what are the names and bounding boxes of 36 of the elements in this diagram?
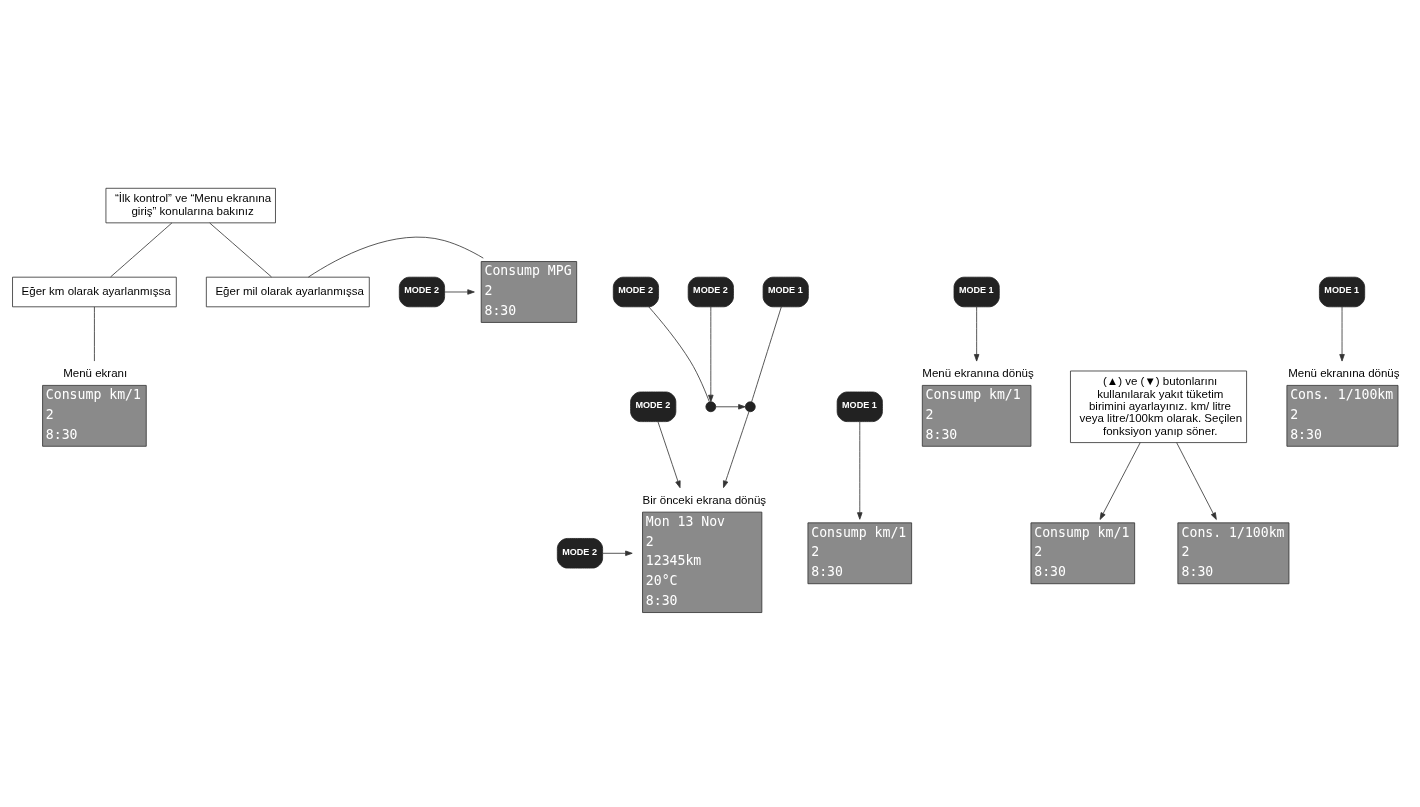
arrow <box>723 411 750 489</box>
arrow <box>444 289 475 295</box>
arrow <box>1176 442 1217 520</box>
connector <box>94 306 95 362</box>
node-box: MODE 1 <box>953 276 1000 308</box>
connector <box>751 306 782 403</box>
node-label: Menü ekranına dönüş <box>1288 367 1400 380</box>
node-circle <box>705 401 717 413</box>
arrow <box>657 421 681 489</box>
node-label: Bir önceki ekrana dönüş <box>642 494 767 507</box>
node-box: MODE 1 <box>1319 276 1366 308</box>
arrow <box>1099 442 1141 520</box>
connector <box>209 222 272 278</box>
node-box: MODE 2 <box>556 538 603 569</box>
node-box: “İlk kontrol” ve “Menu ekranına giriş” konularına bakınız <box>105 187 276 224</box>
arrow <box>602 550 633 556</box>
node-box: MODE 2 <box>687 276 734 308</box>
node-box: Eğer mil olarak ayarlanmışsa <box>205 276 370 308</box>
arrow <box>973 306 980 362</box>
node-box: Eğer km olarak ayarlanmışsa <box>12 276 177 308</box>
node-box: MODE 2 <box>630 391 677 423</box>
node-box: MODE 1 <box>762 276 809 308</box>
connector <box>648 306 710 403</box>
node-box: MODE 2 <box>612 276 659 308</box>
arrow <box>708 306 714 403</box>
node-label: Menü ekranı <box>63 367 128 380</box>
arrow <box>1339 306 1345 362</box>
node-circle <box>745 401 756 413</box>
node-box: MODE 1 <box>836 391 883 423</box>
arrow <box>857 421 863 520</box>
arrow <box>715 404 746 410</box>
connector <box>307 236 484 278</box>
node-box: MODE 2 <box>398 276 445 308</box>
connector <box>110 222 173 278</box>
node-box: (▲) ve (▼) butonlarını kullanılarak yakıt tüketim birimini ayarlayınız. km/ litre veya litre/100km olarak. Seçilen fonksiyon yanıp söner. <box>1070 370 1247 443</box>
node-label: Menü ekranına dönüş <box>922 367 1034 380</box>
